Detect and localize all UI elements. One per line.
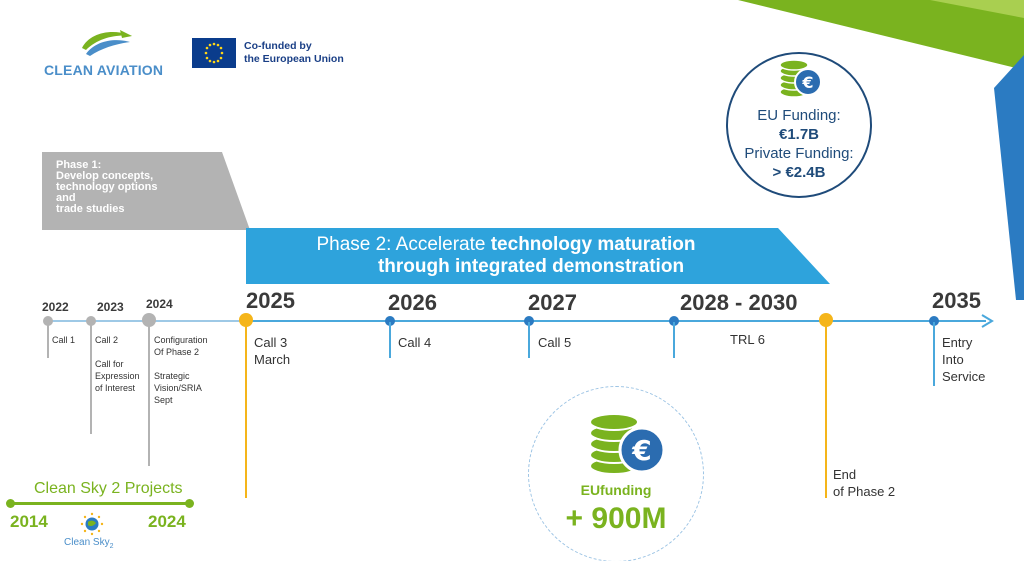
clean-sky-start-year: 2014 (10, 512, 48, 531)
tick-2023 (90, 322, 92, 434)
year-2022: 2022 (42, 300, 69, 314)
event-configuration: Configuration Of Phase 2 Strategic Visio… (154, 334, 208, 406)
tick-2024 (148, 322, 150, 466)
tick-2025 (245, 322, 247, 498)
timeline-dot-2023 (86, 316, 96, 326)
phase1-arrow-shape (42, 152, 250, 230)
tick-2026 (389, 322, 391, 358)
clean-sky-dot-start (6, 499, 15, 508)
private-funding-value: > €2.4B (772, 164, 826, 181)
event-config-line2: Of Phase 2 (154, 347, 200, 357)
event-strat-line3: Sept (154, 395, 173, 405)
phase2-label: Phase 2: Accelerate technology maturatio… (246, 234, 766, 278)
private-funding-label: Private Funding: (744, 145, 854, 162)
year-2035: 2035 (932, 288, 981, 313)
timeline-dot-2024 (142, 313, 156, 327)
year-2024: 2024 (146, 297, 173, 311)
year-2023: 2023 (97, 300, 124, 314)
event-entry-line2: Into (942, 352, 964, 367)
eu-cofunded-line1: Co-funded by (244, 40, 312, 52)
eu-cofunded-line2: the European Union (244, 53, 344, 65)
clean-sky-title: Clean Sky 2 Projects (34, 480, 183, 497)
tick-end-phase2 (825, 322, 827, 498)
phase2-bold2: through integrated demonstration (377, 256, 685, 277)
coins-euro-icon: € (779, 59, 822, 98)
timeline-dot-2022 (43, 316, 53, 326)
event-end-line2: of Phase 2 (833, 484, 896, 499)
year-2026: 2026 (388, 290, 437, 315)
event-end-line1: End (833, 467, 857, 482)
phase1-line3: technology options (56, 181, 158, 193)
clean-aviation-wordmark: CLEAN AVIATION (44, 62, 164, 78)
phase2-prefix: Phase 2: Accelerate (316, 234, 491, 255)
event-call3: Call 3 March (254, 334, 290, 368)
eu-funding-value: €1.7B (778, 126, 820, 143)
year-2025: 2025 (246, 288, 295, 313)
year-2028-2030: 2028 - 2030 (680, 290, 798, 315)
event-call2: Call 2 Call for Expression of Interest (95, 334, 140, 394)
eu-cofunded-label: Co-funded by the European Union (244, 40, 344, 66)
tick-2028 (673, 322, 675, 358)
clean-sky-bar (10, 502, 190, 505)
timeline-dot-2028 (669, 316, 679, 326)
coins-euro-icon-large: € (589, 413, 666, 475)
phase1-line4: and (56, 192, 76, 204)
event-call3-line1: Call 3 (254, 335, 288, 350)
svg-text:€: € (631, 434, 651, 467)
event-call1: Call 1 (52, 335, 76, 345)
timeline-dot-end-phase2 (819, 313, 833, 327)
timeline-dot-2026 (385, 316, 395, 326)
timeline-dot-2027 (524, 316, 534, 326)
event-strat-line2: Vision/SRIA (154, 383, 202, 393)
event-call5: Call 5 (538, 335, 572, 350)
eu-funding-bottom-value: + 900M (565, 502, 667, 535)
tick-2022 (47, 322, 49, 358)
phase1-line5: trade studies (56, 203, 125, 215)
funding-top-text: EU Funding: €1.7B Private Funding: > €2.… (726, 106, 872, 182)
phase1-line2: Develop concepts, (56, 170, 154, 182)
event-call-expr-line3: of Interest (95, 383, 136, 393)
event-call3-line2: March (254, 352, 291, 367)
clean-sky-dot-end (185, 499, 194, 508)
tick-2035 (933, 322, 935, 386)
event-entry-into-service: Entry Into Service (942, 334, 985, 385)
corner-decoration (738, 0, 1024, 300)
clean-sky-logo-sub: 2 (109, 543, 114, 550)
tick-2027 (528, 322, 530, 358)
event-trl6: TRL 6 (730, 332, 765, 347)
clean-sky-logo-wordmark: Clean Sky (64, 537, 110, 548)
eu-funding-bottom-label: EUfunding (580, 482, 652, 498)
event-call4: Call 4 (398, 335, 432, 350)
event-call-expr-line2: Expression (95, 371, 140, 381)
event-entry-line1: Entry (942, 335, 973, 350)
year-2027: 2027 (528, 290, 577, 315)
svg-text:€: € (801, 73, 813, 92)
eu-funding-label: EU Funding: (757, 107, 841, 124)
timeline-line-active (246, 320, 986, 322)
phase1-label: Phase 1: Develop concepts, technology op… (42, 152, 232, 230)
event-strat-line1: Strategic (154, 371, 190, 381)
phase2-banner-shape (246, 228, 830, 284)
event-call2-label: Call 2 (95, 335, 119, 345)
clean-sky-logo-text: Clean Sky2 (64, 537, 113, 550)
event-entry-line3: Service (942, 369, 986, 384)
timeline-arrowhead-icon (981, 314, 994, 328)
timeline-dot-2035 (929, 316, 939, 326)
event-config-line1: Configuration (154, 335, 208, 345)
event-call-expr-line1: Call for (95, 359, 124, 369)
swoosh-icon (82, 30, 132, 56)
timeline-dot-2025 (239, 313, 253, 327)
clean-sky-globe-icon (80, 512, 104, 536)
clean-sky-end-year: 2024 (148, 512, 186, 531)
phase1-line1: Phase 1: (56, 159, 102, 171)
event-end-phase2: End of Phase 2 (833, 466, 895, 500)
clean-aviation-logo: CLEAN AVIATION (44, 26, 164, 82)
eu-flag-icon (192, 38, 236, 68)
phase2-bold1: technology maturation (490, 234, 696, 255)
